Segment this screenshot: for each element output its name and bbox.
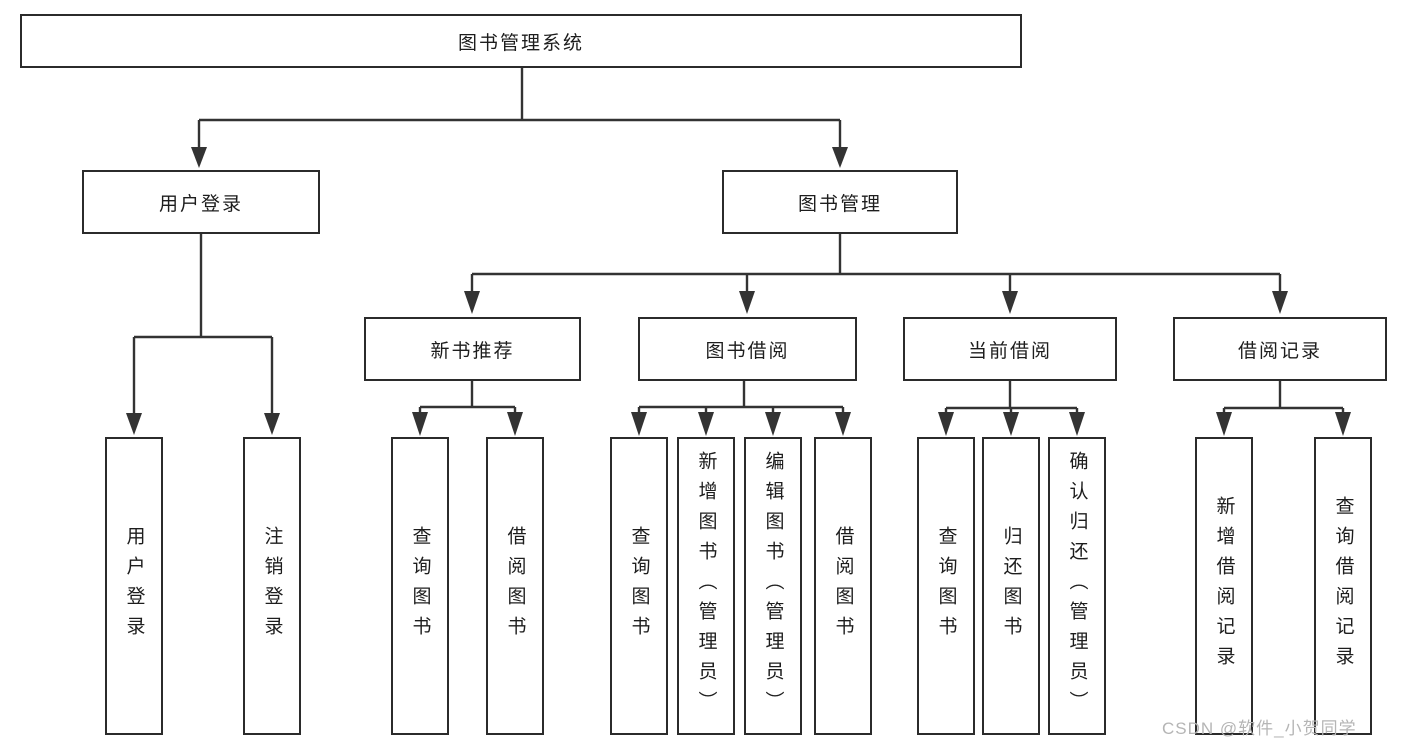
node-label: 当前借阅 [967, 340, 1052, 362]
edge-user-login-to-leaves [126, 234, 280, 435]
leaf-label: 用户登录 [123, 526, 145, 646]
node-borrowing-records: 借阅记录 [1173, 317, 1387, 381]
leaf-label: 查询图书 [628, 526, 650, 646]
leaf-label: 编辑图书（管理员） [762, 451, 784, 721]
node-label: 图书借阅 [705, 340, 790, 362]
leaf-query-books-borrowing: 查询图书 [610, 437, 668, 735]
node-user-login: 用户登录 [82, 170, 320, 234]
node-label: 新书推荐 [430, 340, 515, 362]
node-new-book-recommendation: 新书推荐 [364, 317, 581, 381]
leaf-query-books-recommend: 查询图书 [391, 437, 449, 735]
csdn-watermark: CSDN @软件_小贺同学 [1162, 719, 1357, 738]
leaf-query-borrow-record: 查询借阅记录 [1314, 437, 1372, 735]
leaf-label: 新增借阅记录 [1213, 496, 1235, 676]
leaf-logout: 注销登录 [243, 437, 301, 735]
leaf-user-login: 用户登录 [105, 437, 163, 735]
edge-book-mgmt-to-level3 [464, 234, 1288, 314]
leaf-confirm-return-admin: 确认归还（管理员） [1048, 437, 1106, 735]
leaf-label: 新增图书（管理员） [695, 451, 717, 721]
leaf-borrow-books-recommend: 借阅图书 [486, 437, 544, 735]
leaf-add-borrow-record: 新增借阅记录 [1195, 437, 1253, 735]
node-label: 图书管理系统 [457, 32, 584, 54]
node-label: 借阅记录 [1237, 340, 1322, 362]
leaf-label: 归还图书 [1000, 526, 1022, 646]
leaf-label: 查询借阅记录 [1332, 496, 1354, 676]
leaf-label: 借阅图书 [832, 526, 854, 646]
leaf-query-books-current: 查询图书 [917, 437, 975, 735]
node-current-borrowing: 当前借阅 [903, 317, 1117, 381]
edge-book-borrow-to-leaves [631, 381, 851, 436]
node-book-management: 图书管理 [722, 170, 958, 234]
leaf-label: 确认归还（管理员） [1066, 451, 1088, 721]
leaf-add-book-admin: 新增图书（管理员） [677, 437, 735, 735]
leaf-label: 借阅图书 [504, 526, 526, 646]
edge-borrow-records-to-leaves [1216, 381, 1351, 436]
edge-current-borrow-to-leaves [938, 381, 1085, 436]
node-book-borrowing: 图书借阅 [638, 317, 857, 381]
leaf-label: 注销登录 [261, 526, 283, 646]
node-label: 用户登录 [158, 193, 243, 215]
leaf-label: 查询图书 [409, 526, 431, 646]
leaf-borrow-books-borrowing: 借阅图书 [814, 437, 872, 735]
leaf-label: 查询图书 [935, 526, 957, 646]
leaf-return-book: 归还图书 [982, 437, 1040, 735]
edge-root-to-level2 [191, 68, 848, 168]
node-library-management-system: 图书管理系统 [20, 14, 1022, 68]
edge-new-book-to-leaves [412, 381, 523, 436]
node-label: 图书管理 [797, 193, 882, 215]
leaf-edit-book-admin: 编辑图书（管理员） [744, 437, 802, 735]
